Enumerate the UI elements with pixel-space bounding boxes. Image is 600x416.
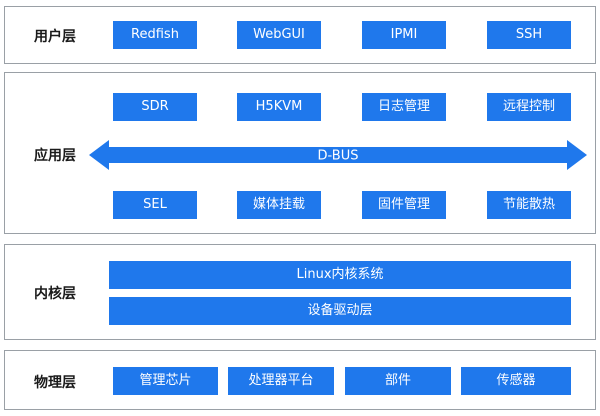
box-sdr: SDR bbox=[113, 93, 197, 121]
box-h5kvm: H5KVM bbox=[237, 93, 321, 121]
user-layer: 用户层 Redfish WebGUI IPMI SSH bbox=[4, 6, 596, 64]
box-sel: SEL bbox=[113, 191, 197, 219]
box-processor-platform: 处理器平台 bbox=[228, 367, 334, 395]
physical-layer-label: 物理层 bbox=[34, 375, 76, 391]
box-components: 部件 bbox=[345, 367, 451, 395]
box-redfish: Redfish bbox=[113, 21, 197, 49]
app-layer-label: 应用层 bbox=[34, 148, 76, 164]
box-device-driver: 设备驱动层 bbox=[109, 297, 571, 325]
box-ipmi: IPMI bbox=[362, 21, 446, 49]
box-ssh: SSH bbox=[487, 21, 571, 49]
box-remote-control: 远程控制 bbox=[487, 93, 571, 121]
physical-layer: 物理层 管理芯片 处理器平台 部件 传感器 bbox=[4, 350, 596, 410]
dbus-arrow-shape bbox=[89, 140, 587, 170]
kernel-layer: 内核层 Linux内核系统 设备驱动层 bbox=[4, 244, 596, 340]
box-log-management: 日志管理 bbox=[362, 93, 446, 121]
dbus-arrow: D-BUS bbox=[89, 140, 587, 170]
box-media-mount: 媒体挂载 bbox=[237, 191, 321, 219]
box-webgui: WebGUI bbox=[237, 21, 321, 49]
kernel-layer-label: 内核层 bbox=[34, 286, 76, 302]
box-energy-cooling: 节能散热 bbox=[487, 191, 571, 219]
box-sensors: 传感器 bbox=[461, 367, 571, 395]
dbus-label: D-BUS bbox=[318, 149, 359, 164]
box-firmware-management: 固件管理 bbox=[362, 191, 446, 219]
user-layer-label: 用户层 bbox=[34, 29, 76, 45]
box-management-chip: 管理芯片 bbox=[113, 367, 218, 395]
box-linux-kernel: Linux内核系统 bbox=[109, 261, 571, 289]
app-layer: 应用层 SDR H5KVM 日志管理 远程控制 D-BUS SEL 媒体挂载 固… bbox=[4, 72, 596, 234]
